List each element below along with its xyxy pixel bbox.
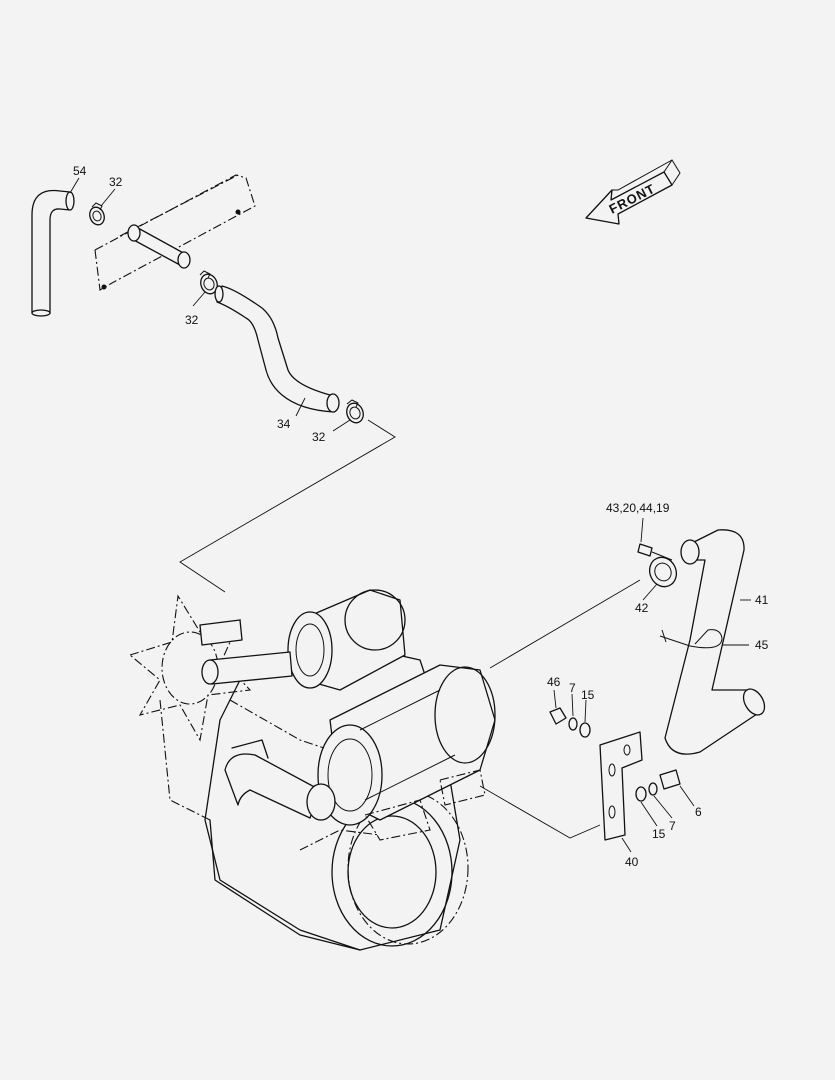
callout-15-top: 15 [581,688,595,702]
callout-54: 54 [73,164,87,178]
callout-7-bottom: 7 [669,819,676,833]
callout-labels: 54 32 32 34 32 43,20,44,19 42 41 45 46 7… [73,164,769,869]
callout-32-mid: 32 [185,313,199,327]
callout-7-top: 7 [569,681,576,695]
callout-45: 45 [755,638,769,652]
callout-32-top: 32 [109,175,123,189]
callout-leaders [69,177,751,853]
callout-6: 6 [695,805,702,819]
front-label: FRONT [607,181,658,217]
callout-46: 46 [547,675,561,689]
callout-32-low: 32 [312,430,326,444]
engine-outline [128,589,496,951]
tail-pipe-assembly [479,529,766,841]
bracket-40 [599,731,643,841]
elbow-hose-54 [31,189,71,314]
callout-42: 42 [635,601,649,615]
tail-pipe-41 [664,529,764,755]
callout-41: 41 [755,593,769,607]
callout-15-bottom: 15 [652,827,666,841]
front-arrow-icon: FRONT [585,159,681,225]
callout-43-20-44-19: 43,20,44,19 [606,501,670,515]
upper-hose-assembly [31,173,396,593]
callout-34: 34 [277,417,291,431]
hose-34 [216,285,335,413]
callout-40: 40 [625,855,639,869]
